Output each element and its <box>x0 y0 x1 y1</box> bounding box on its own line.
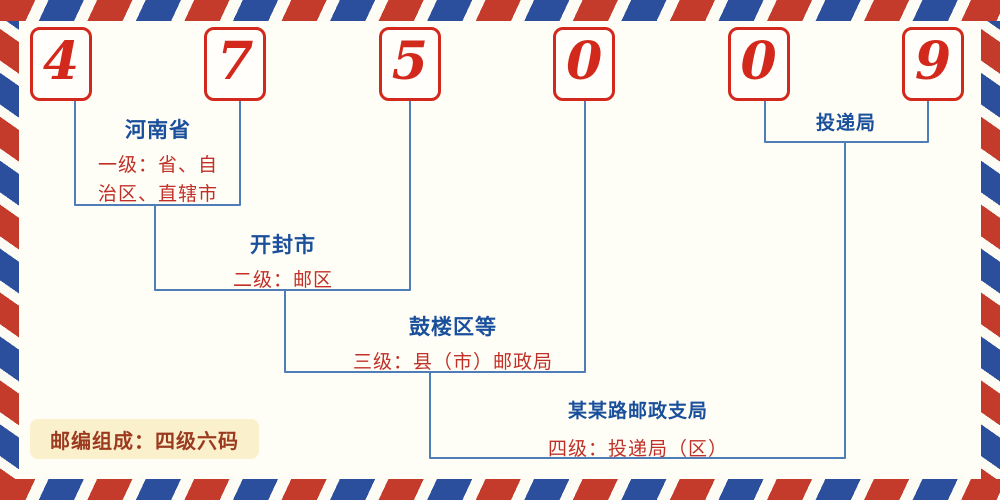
level-2-name: 开封市 <box>249 233 316 257</box>
digit-box-3: 5 <box>378 27 441 101</box>
digit-4: 0 <box>566 31 603 92</box>
digit-3: 5 <box>391 31 428 92</box>
digit-box-5: 0 <box>727 27 790 101</box>
digit-box-6: 9 <box>901 27 964 101</box>
level-3-name: 鼓楼区等 <box>408 315 497 339</box>
digit-1: 4 <box>42 31 80 92</box>
level-4-desc: 四级：投递局（区） <box>547 438 729 460</box>
digit-2: 7 <box>217 31 254 92</box>
delivery-office-name: 投递局 <box>815 112 877 134</box>
airmail-border-right <box>981 0 1000 500</box>
digit-box-4: 0 <box>553 27 616 101</box>
level-4-label: 某某路邮政支局 四级：投递局（区） <box>548 396 728 464</box>
composition-badge: 邮编组成：四级六码 <box>30 419 259 459</box>
postal-digits: 4 7 5 0 0 9 <box>30 27 964 101</box>
level-2-desc: 二级：邮区 <box>232 269 334 291</box>
level-1-name: 河南省 <box>125 118 191 142</box>
level-3-label: 鼓楼区等 三级：县（市）邮政局 <box>353 311 553 377</box>
airmail-border-left <box>0 0 19 500</box>
digit-5: 0 <box>740 31 777 92</box>
level-1-label: 河南省 一级：省、自治区、直辖市 <box>96 114 220 208</box>
level-1-desc: 一级：省、自治区、直辖市 <box>97 154 218 205</box>
delivery-office-label: 投递局 <box>816 108 876 135</box>
digit-6: 9 <box>914 31 952 92</box>
level-2-label: 开封市 二级：邮区 <box>233 229 333 295</box>
digit-box-1: 4 <box>30 27 92 101</box>
airmail-border-top <box>0 0 1000 21</box>
level-4-name: 某某路邮政支局 <box>567 400 709 422</box>
level-3-desc: 三级：县（市）邮政局 <box>352 351 554 373</box>
airmail-border-bottom <box>0 479 1000 500</box>
digit-box-2: 7 <box>204 27 267 101</box>
